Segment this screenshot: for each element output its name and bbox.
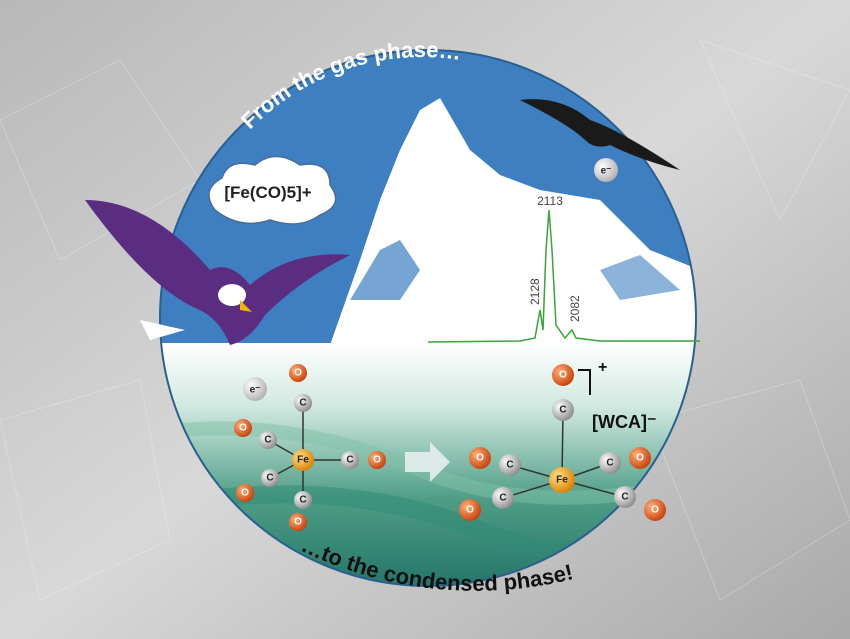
oxygen-atom <box>234 419 252 437</box>
carbon-atom-label: C <box>264 435 271 446</box>
iron-atom-label: Fe <box>297 455 309 466</box>
carbon-atom-label: C <box>506 460 513 471</box>
black-eagle <box>520 99 680 170</box>
oxygen-atom <box>459 499 481 521</box>
oxygen-atom <box>629 447 651 469</box>
oxygen-atom-label: O <box>651 505 659 516</box>
circle-border <box>159 49 697 587</box>
carbon-atom-label: C <box>621 492 628 503</box>
carbon-atom-label: C <box>299 495 306 506</box>
carbon-atom <box>261 469 279 487</box>
carbon-atom-label: C <box>606 458 613 469</box>
oxygen-atom-label: O <box>559 370 567 381</box>
carbon-atom <box>614 486 636 508</box>
charge-label: + <box>598 359 607 376</box>
iron-atom <box>549 467 575 493</box>
carbon-atom-label: C <box>499 493 506 504</box>
oxygen-atom-label: O <box>294 368 302 379</box>
carbon-atom <box>599 452 621 474</box>
spectrum-line <box>427 209 700 343</box>
iron-atom <box>292 449 314 471</box>
electrons: e⁻ e⁻ <box>243 158 618 401</box>
carbon-atom <box>294 491 312 509</box>
carbon-atom-label: C <box>346 455 353 466</box>
carbon-atom <box>499 454 521 476</box>
oxygen-atom-label: O <box>636 453 644 464</box>
mountain <box>330 98 696 345</box>
oxygen-atom <box>289 513 307 531</box>
oxygen-atom-label: O <box>241 488 249 499</box>
electron-label: e⁻ <box>601 166 612 177</box>
oxygen-atom-label: O <box>373 455 381 466</box>
oxygen-atom-label: O <box>294 517 302 528</box>
carbon-atom <box>341 451 359 469</box>
ir-spectrum: 2113 2128 2082 <box>427 194 700 343</box>
oxygen-atom <box>368 451 386 469</box>
oxygen-atom <box>644 499 666 521</box>
carbon-atom <box>552 399 574 421</box>
oxygen-atom-label: O <box>476 453 484 464</box>
carbon-atom <box>294 394 312 412</box>
carbon-atom-label: C <box>299 398 306 409</box>
electron-label: e⁻ <box>250 385 261 396</box>
bracket <box>578 369 591 395</box>
peak-label: 2113 <box>537 194 563 208</box>
carbon-atom <box>259 431 277 449</box>
counter-anion-label: [WCA]⁻ <box>592 412 656 432</box>
oxygen-atom-label: O <box>466 505 474 516</box>
oxygen-atom <box>289 364 307 382</box>
peak-label: 2128 <box>528 278 542 305</box>
carbon-atom-label: C <box>266 473 273 484</box>
carbon-atom-label: C <box>559 405 566 416</box>
peak-label: 2082 <box>568 295 582 322</box>
cloud: [Fe(CO)5]+ <box>208 155 337 225</box>
oxygen-atom <box>469 447 491 469</box>
oxygen-atom <box>236 484 254 502</box>
oxygen-atom-label: O <box>239 423 247 434</box>
iron-atom-label: Fe <box>556 475 568 486</box>
cloud-label: [Fe(CO)5]+ <box>224 183 311 202</box>
carbon-atom <box>492 487 514 509</box>
oxygen-atom <box>552 364 574 386</box>
purple-eagle <box>85 200 350 345</box>
reaction-arrow <box>405 442 450 482</box>
